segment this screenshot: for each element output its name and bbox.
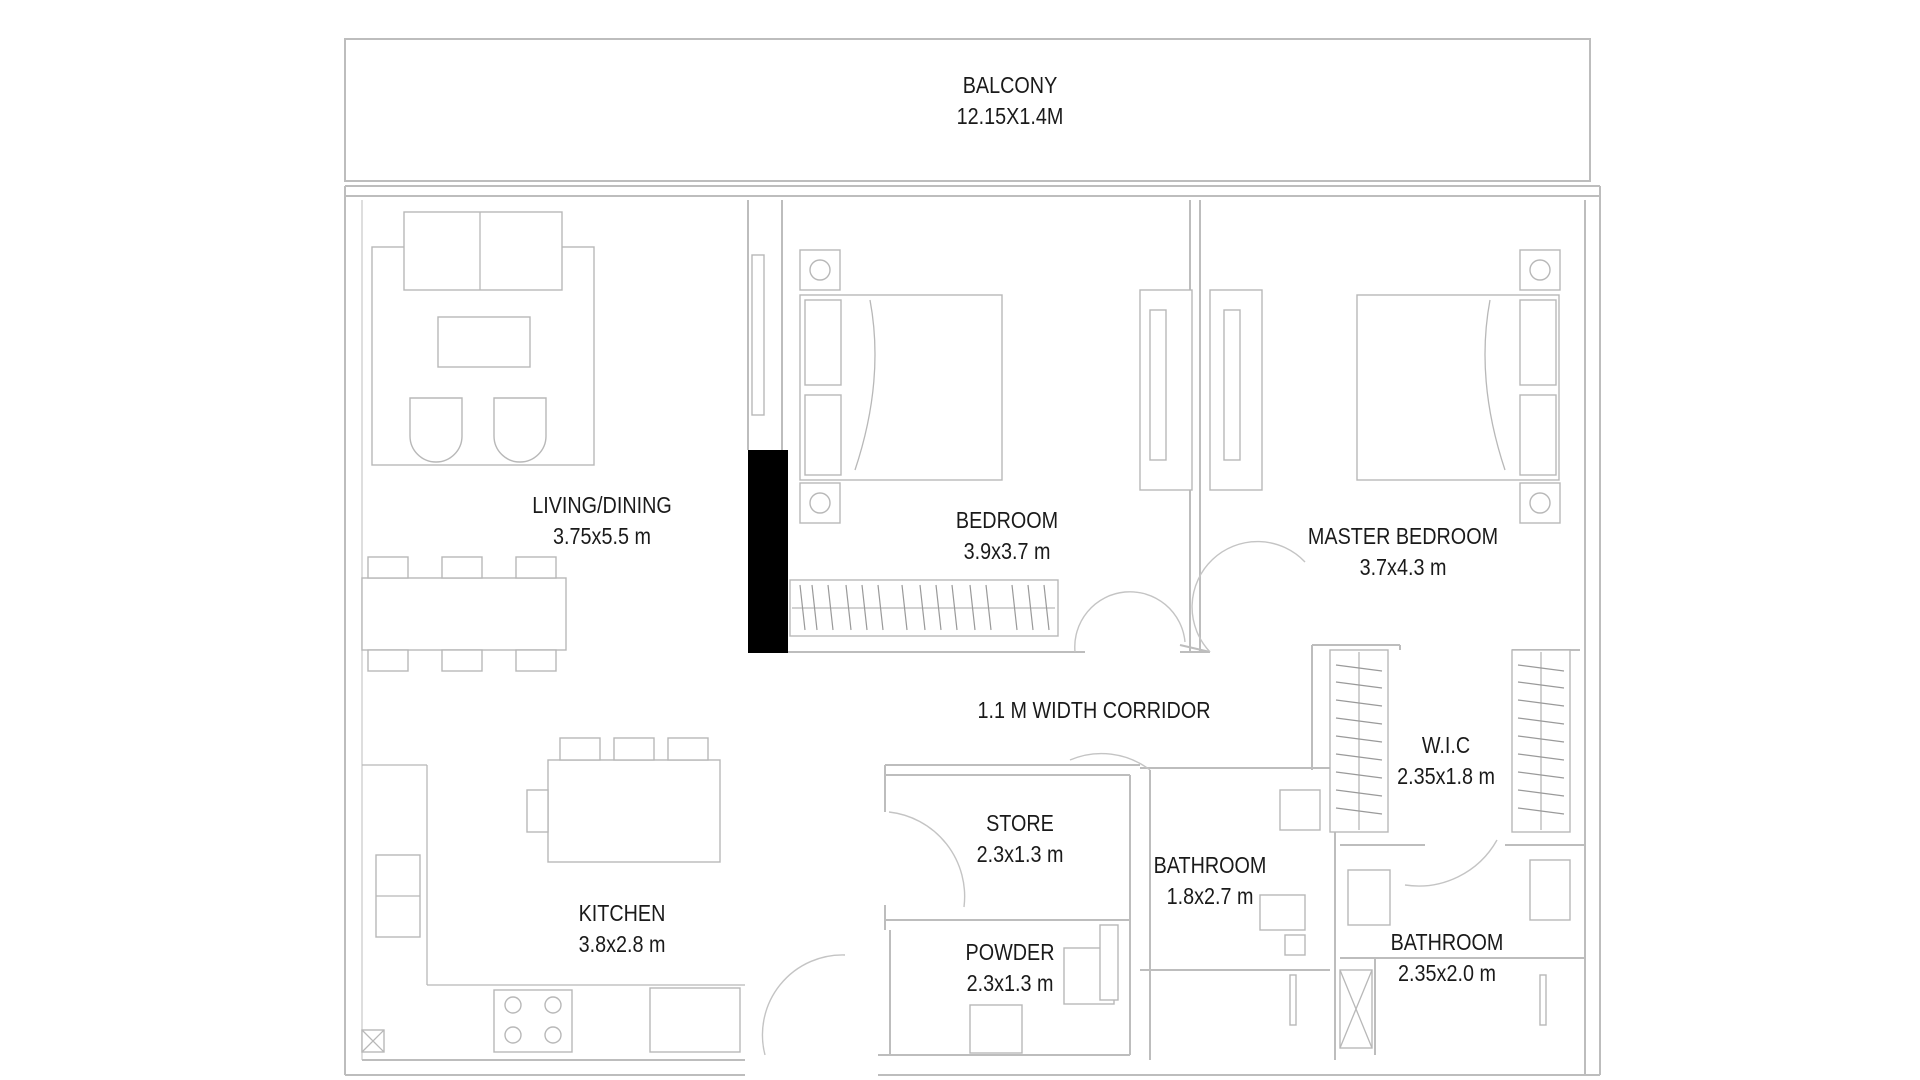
room-name: BEDROOM [955,507,1059,533]
room-label-bedroom: BEDROOM 3.9x3.7 m [956,505,1058,567]
room-name: 1.1 M WIDTH CORRIDOR [977,697,1211,723]
room-name: BATHROOM [1153,852,1267,878]
room-size: 1.8x2.7 m [1166,883,1254,909]
kitchen-furniture [361,737,745,1053]
room-name: KITCHEN [578,900,666,926]
room-name: STORE [986,810,1054,836]
room-size: 2.3x1.3 m [976,841,1064,867]
structural-column [748,450,788,653]
room-label-corridor: 1.1 M WIDTH CORRIDOR [978,695,1211,726]
bathroom-fixtures [969,789,1571,1054]
room-label-bathroom-1: BATHROOM 1.8x2.7 m [1154,850,1267,912]
room-label-kitchen: KITCHEN 3.8x2.8 m [579,898,666,960]
room-size: 3.7x4.3 m [1359,554,1447,580]
bedroom-wardrobe [789,579,1059,637]
room-name: BATHROOM [1390,929,1504,955]
room-size: 3.8x2.8 m [578,931,666,957]
bedroom-furniture [751,249,1263,524]
master-bedroom-furniture [1356,249,1561,524]
room-label-master-bedroom: MASTER BEDROOM 3.7x4.3 m [1308,521,1498,583]
exterior-walls [344,186,1601,1076]
balcony-area [344,38,1600,197]
room-size: 3.9x3.7 m [963,538,1051,564]
room-size: 2.35x1.8 m [1397,763,1495,789]
room-label-bathroom-2: BATHROOM 2.35x2.0 m [1391,927,1504,989]
room-name: W.I.C [1421,732,1471,758]
interior-walls [362,200,1586,1075]
room-size: 2.35x2.0 m [1398,960,1496,986]
room-label-wic: W.I.C 2.35x1.8 m [1397,730,1495,792]
room-label-balcony: BALCONY 12.15X1.4M [957,70,1064,132]
room-size: 12.15X1.4M [956,103,1064,129]
door-swings [761,540,1498,1056]
room-name: POWDER [965,939,1055,965]
living-furniture [361,211,595,672]
room-name: LIVING/DINING [532,492,672,518]
room-label-powder: POWDER 2.3x1.3 m [965,937,1054,999]
room-size: 3.75x5.5 m [553,523,651,549]
room-name: MASTER BEDROOM [1307,523,1499,549]
room-name: BALCONY [962,72,1058,98]
room-label-store: STORE 2.3x1.3 m [977,808,1064,870]
room-label-living-dining: LIVING/DINING 3.75x5.5 m [532,490,672,552]
wic-wardrobes [1329,649,1571,833]
room-size: 2.3x1.3 m [966,970,1054,996]
